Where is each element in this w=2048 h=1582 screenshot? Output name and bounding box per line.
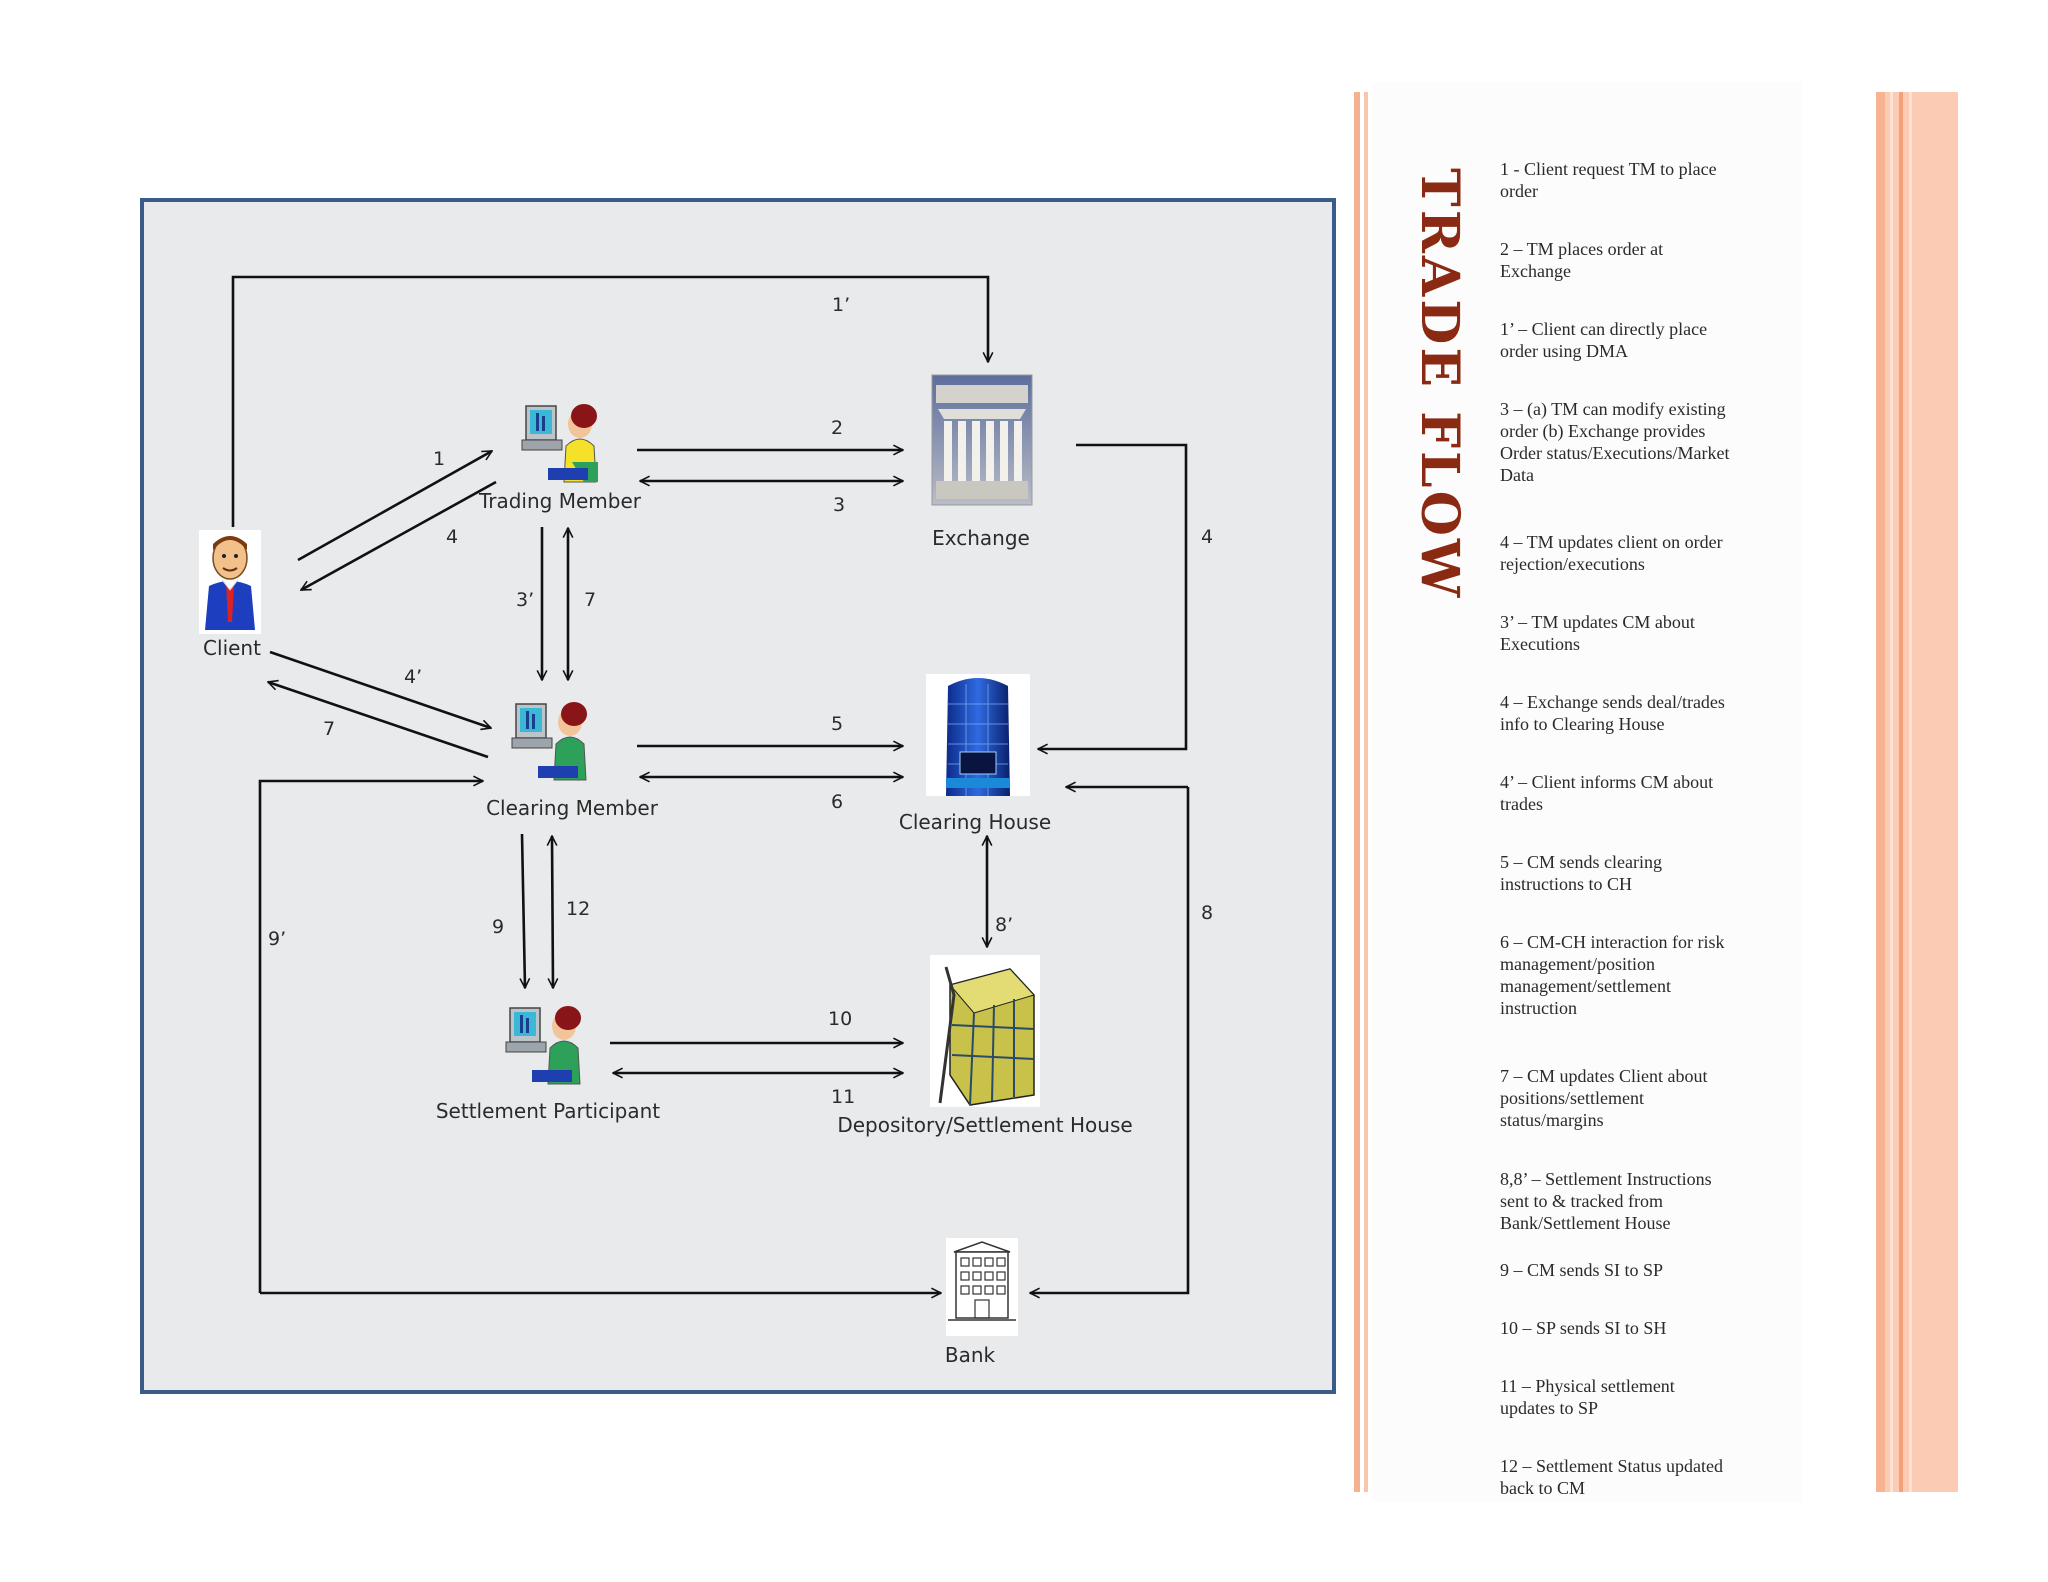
trader-computer-icon: [505, 1006, 581, 1085]
client-person-icon: [199, 530, 261, 634]
edge-label-9-prime: 9’: [268, 928, 286, 950]
node-label-depository: Depository/Settlement House: [837, 1113, 1132, 1137]
depository-building-icon: [930, 955, 1040, 1107]
edge-label-4b: 4: [1201, 526, 1213, 548]
legend-item: 3’ – TM updates CM about Executions: [1500, 612, 1695, 654]
edge-9: [522, 833, 525, 988]
edge-label-11: 11: [831, 1086, 855, 1108]
edge-label-8: 8: [1201, 902, 1213, 924]
side-panel: [1372, 82, 1802, 1502]
clearing-house-tower-icon: [926, 674, 1030, 796]
legend-item: 5 – CM sends clearing instructions to CH: [1500, 852, 1662, 894]
legend-item: 1 - Client request TM to place order: [1500, 159, 1717, 201]
trader-computer-icon: [511, 702, 587, 781]
trader-computer-icon: [521, 404, 598, 483]
side-stripe-left-inner: [1364, 92, 1368, 1492]
legend-item: 12 – Settlement Status updated back to C…: [1500, 1456, 1723, 1498]
node-label-clearing-member: Clearing Member: [486, 796, 659, 820]
legend-item: 7 – CM updates Client about positions/se…: [1500, 1066, 1708, 1130]
edge-label-5: 5: [831, 713, 843, 735]
edge-label-6: 6: [831, 791, 843, 813]
edge-4-exchange-ch: [1038, 443, 1188, 749]
node-label-exchange: Exchange: [932, 526, 1030, 550]
edge-12: [552, 836, 553, 988]
edge-label-10: 10: [828, 1008, 852, 1030]
node-label-bank: Bank: [945, 1343, 996, 1367]
bank-building-icon: [946, 1238, 1018, 1336]
side-stripe-right: [1876, 92, 1958, 1492]
stock-exchange-building-icon: [931, 374, 1033, 506]
legend-item: 3 – (a) TM can modify existing order (b)…: [1500, 399, 1730, 485]
edge-label-3-prime: 3’: [516, 589, 534, 611]
edge-label-1: 1: [433, 448, 445, 470]
edge-label-7b: 7: [323, 718, 335, 740]
edge-7-cm-client: [268, 682, 489, 759]
legend-item: 1’ – Client can directly place order usi…: [1500, 319, 1708, 361]
node-label-clearing-house: Clearing House: [899, 810, 1051, 834]
legend-item: 4 – TM updates client on order rejection…: [1500, 532, 1723, 574]
edge-9-prime-cm: [258, 781, 483, 1293]
node-label-client: Client: [203, 636, 261, 660]
edge-label-7a: 7: [584, 589, 596, 611]
legend-item: 6 – CM-CH interaction for risk managemen…: [1500, 932, 1725, 1018]
edge-label-2: 2: [831, 417, 843, 439]
edge-labels: 1’ 1 4 2 3 4 3’ 7 4’ 7 5 6 9 12 9’ 8’ 8 …: [268, 294, 1213, 1108]
node-labels: Client Trading Member Exchange Clearing …: [203, 489, 1133, 1367]
node-label-trading-member: Trading Member: [478, 489, 642, 513]
edge-label-4-prime: 4’: [404, 666, 422, 688]
edge-label-1-prime: 1’: [832, 294, 850, 316]
legend-item: 8,8’ – Settlement Instructions sent to &…: [1500, 1169, 1712, 1233]
edge-8: [1030, 787, 1190, 1293]
edge-4-prime: [269, 650, 491, 728]
edge-label-3: 3: [833, 494, 845, 516]
legend-item: 9 – CM sends SI to SP: [1500, 1260, 1664, 1280]
edge-label-12: 12: [566, 898, 590, 920]
edges: [231, 275, 1190, 1293]
legend-item: 11 – Physical settlement updates to SP: [1500, 1376, 1675, 1418]
edge-1-prime: [231, 275, 988, 527]
edge-label-9: 9: [492, 916, 504, 938]
edge-label-4a: 4: [446, 526, 458, 548]
legend-item: 10 – SP sends SI to SH: [1500, 1318, 1667, 1338]
legend-item: 4’ – Client informs CM about trades: [1500, 772, 1714, 814]
node-label-settlement-participant: Settlement Participant: [436, 1099, 660, 1123]
side-stripe-left: [1354, 92, 1360, 1492]
legend-item: 2 – TM places order at Exchange: [1500, 239, 1664, 281]
legend-item: 4 – Exchange sends deal/trades info to C…: [1500, 692, 1725, 734]
edge-4-tm-client: [301, 480, 497, 592]
edge-label-8-prime: 8’: [995, 914, 1013, 936]
diagram-panel: [140, 198, 1336, 1394]
edge-1: [297, 449, 492, 562]
